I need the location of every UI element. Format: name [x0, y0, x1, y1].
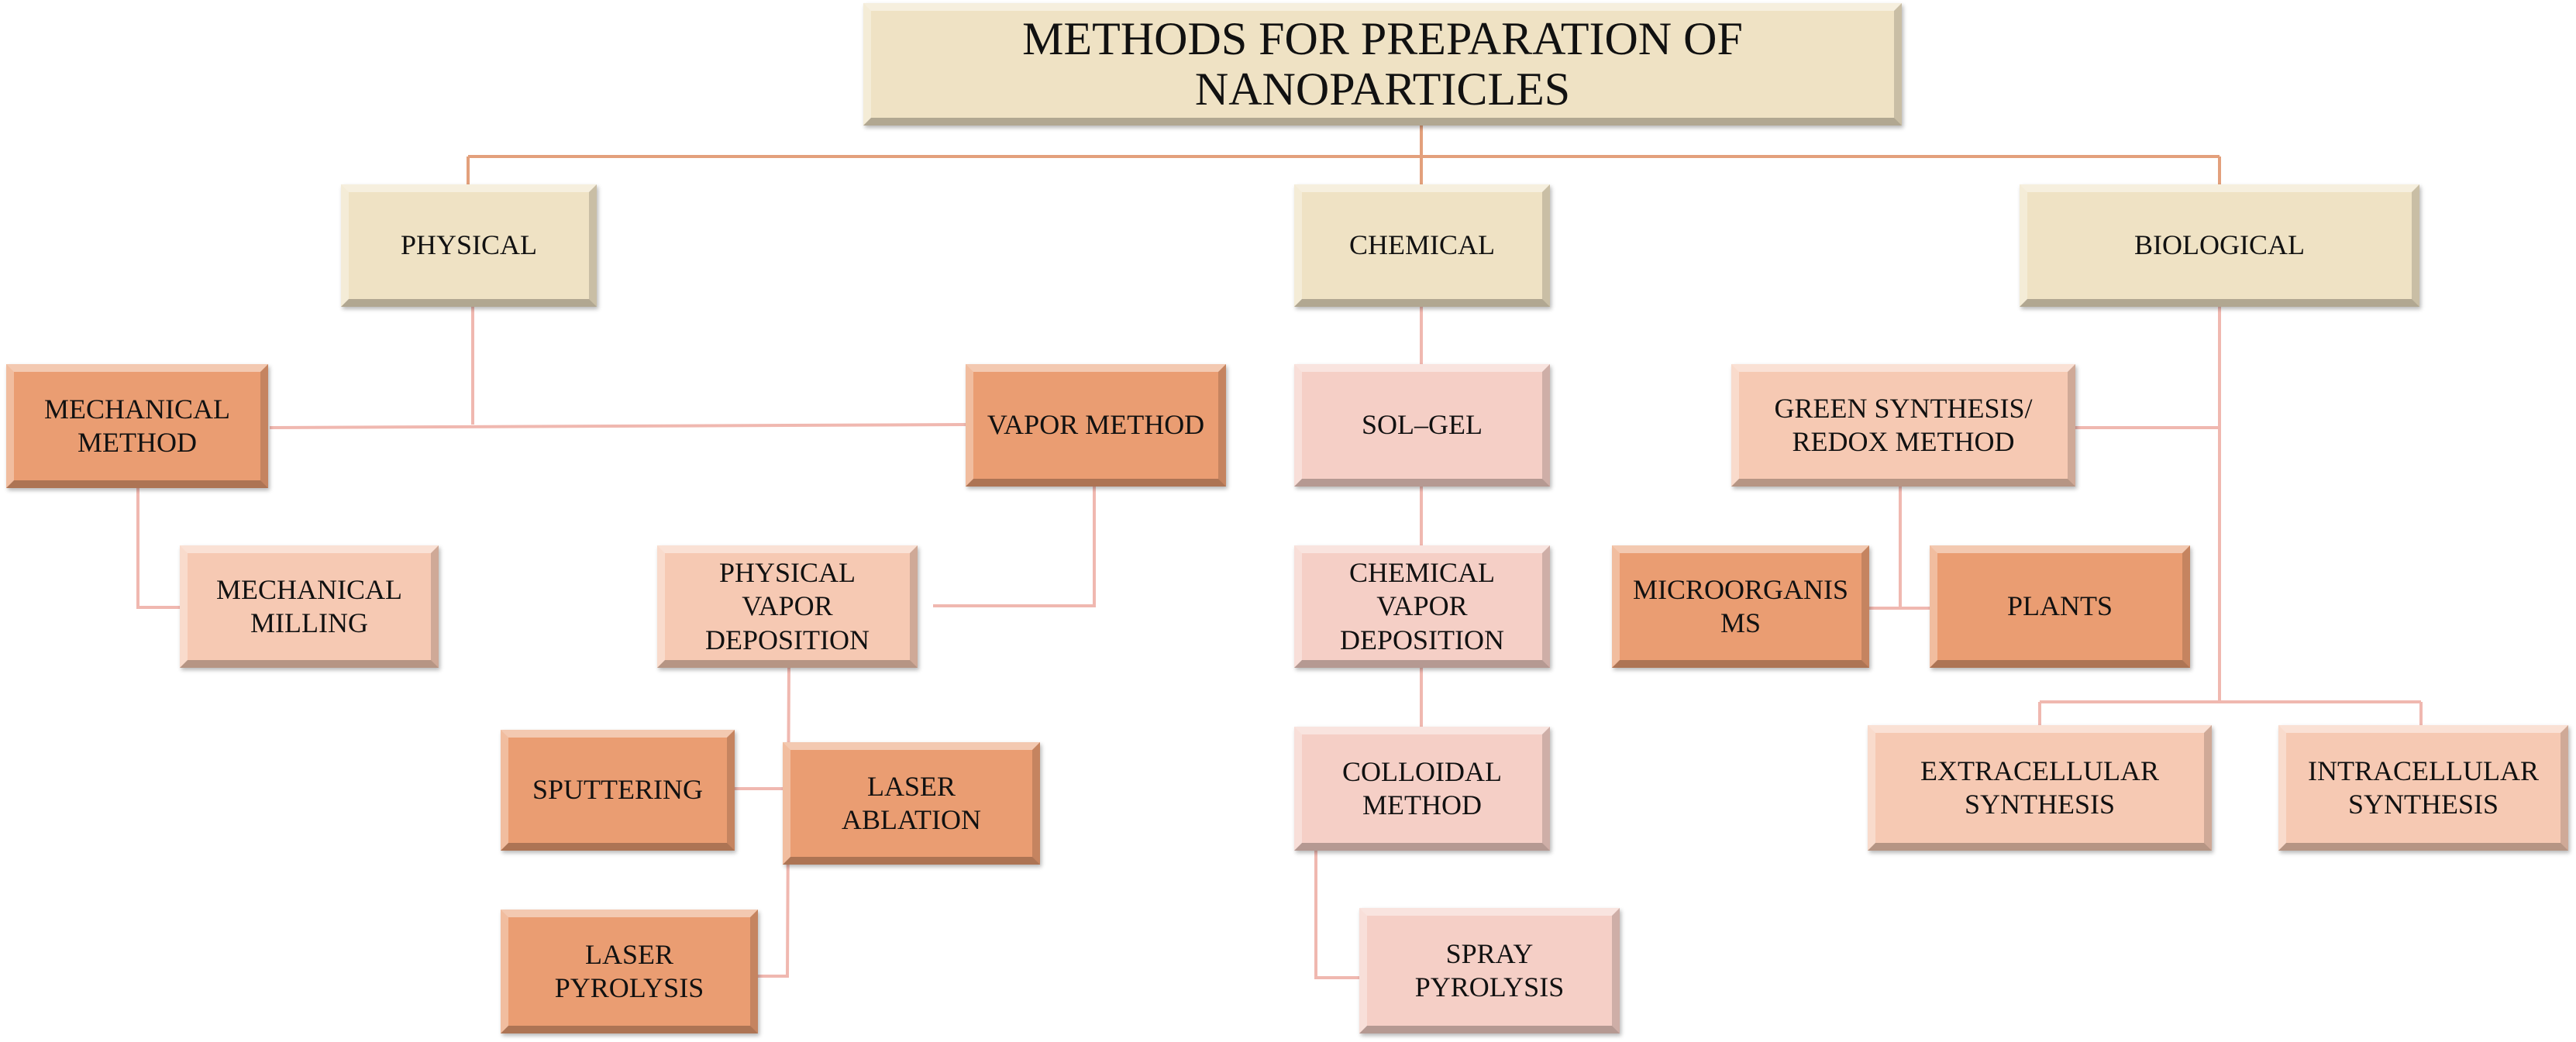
- node-vapor-method: VAPOR METHOD: [966, 364, 1226, 487]
- node-extracellular-synthesis: EXTRACELLULAR SYNTHESIS: [1868, 725, 2212, 851]
- node-microorganisms: MICROORGANIS MS: [1612, 545, 1869, 668]
- node-mechanical-method: MECHANICAL METHOD: [6, 364, 268, 488]
- node-laser-pyrolysis: LASER PYROLYSIS: [501, 910, 758, 1033]
- node-mechanical-milling: MECHANICAL MILLING: [180, 545, 439, 668]
- node-chemical-vapor-deposition: CHEMICAL VAPOR DEPOSITION: [1294, 545, 1550, 668]
- node-sol-gel: SOL–GEL: [1294, 364, 1550, 487]
- diagram-title: METHODS FOR PREPARATION OF NANOPARTICLES: [863, 3, 1902, 126]
- node-biological: BIOLOGICAL: [2020, 184, 2419, 307]
- node-laser-ablation: LASER ABLATION: [783, 742, 1040, 865]
- node-colloidal-method: COLLOIDAL METHOD: [1294, 727, 1550, 851]
- node-physical: PHYSICAL: [341, 184, 597, 307]
- node-sputtering: SPUTTERING: [501, 730, 735, 851]
- edge-mechanical-to-milling: [136, 487, 181, 609]
- node-intracellular-synthesis: INTRACELLULAR SYNTHESIS: [2278, 725, 2568, 851]
- edge-mechanical-vapor: [269, 423, 968, 429]
- node-green-synthesis: GREEN SYNTHESIS/ REDOX METHOD: [1731, 364, 2075, 487]
- node-plants: PLANTS: [1930, 545, 2190, 668]
- edge-vapor-to-pvd: [933, 486, 1096, 607]
- node-physical-vapor-deposition: PHYSICAL VAPOR DEPOSITION: [657, 545, 918, 668]
- edge-colloidal-to-spray: [1314, 849, 1361, 979]
- node-chemical: CHEMICAL: [1294, 184, 1550, 307]
- node-spray-pyrolysis: SPRAY PYROLYSIS: [1359, 908, 1620, 1033]
